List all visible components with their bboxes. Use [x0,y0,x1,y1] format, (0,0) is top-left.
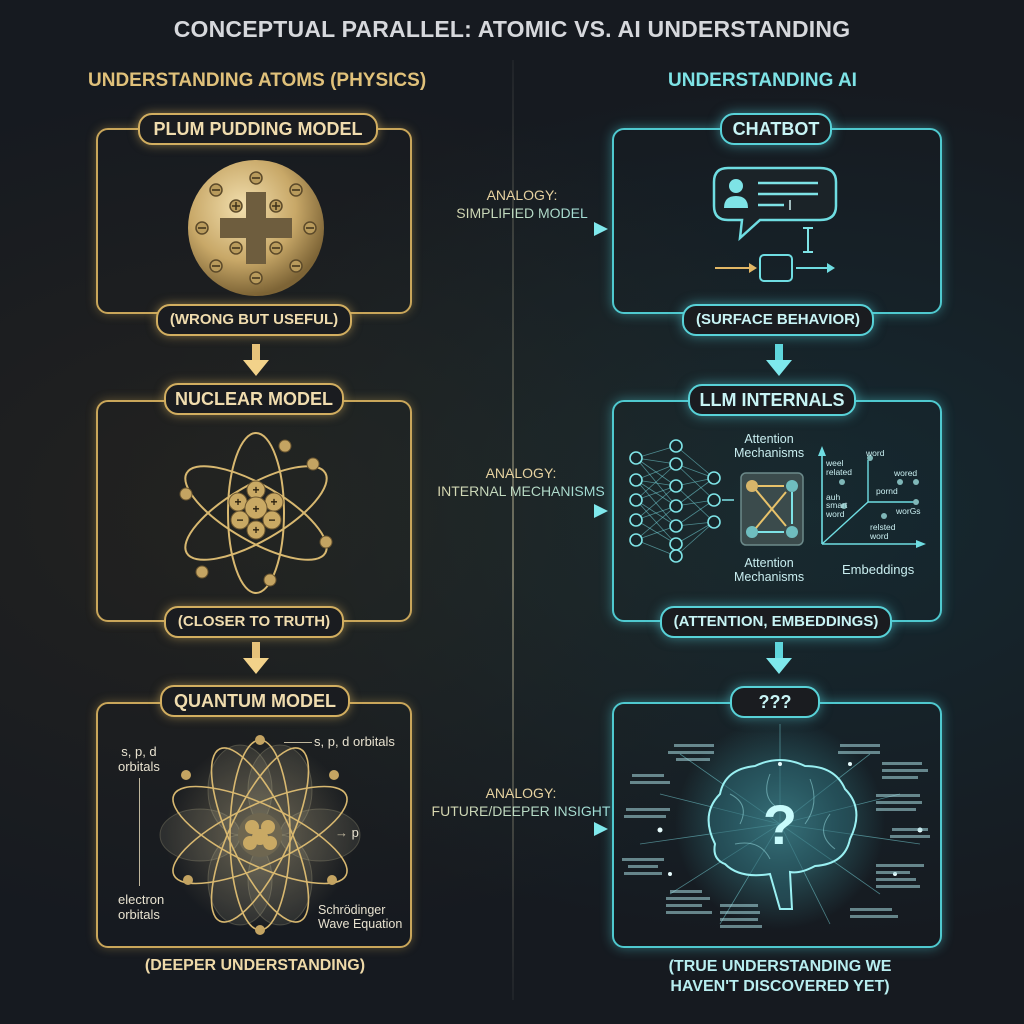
plum-pudding-atom-icon [188,160,324,296]
embedding-space-icon: word weel related wored pornd auh smart … [818,446,926,548]
chatbot-title: CHATBOT [720,113,832,145]
nuclear-model-title: NUCLEAR MODEL [164,383,344,415]
nuclear-model-caption: (CLOSER TO TRUTH) [164,606,344,638]
analogy-2-line1: ANALOGY: [485,465,557,481]
chatbot-caption: (SURFACE BEHAVIOR) [682,304,874,336]
p-orbital-label: → p [335,825,359,840]
svg-text:−: − [268,513,275,527]
orbital-range-line [139,778,140,886]
quantum-atom-icon [159,735,361,935]
caption-line2: HAVEN'T DISCOVERED YET) [670,978,890,995]
left-column-heading: UNDERSTANDING ATOMS (PHYSICS) [88,70,427,91]
schrodinger-line1: Schrödinger [318,903,386,917]
attn-top-line1: Attention [744,432,794,446]
spd-pointer-line [284,742,312,743]
glowing-brain-question-icon: ? [622,719,930,929]
nuclear-atom-icon: ++++−−+ [179,432,333,594]
electron-label-line1: electron [118,892,165,907]
svg-text:−: − [236,513,243,527]
analogy-dotted-arrow-3 [415,822,608,836]
svg-text:related: related [826,467,852,477]
electron-label-line2: orbitals [118,907,160,922]
svg-text:word: word [869,531,889,541]
attn-bot-line1: Attention [744,556,794,570]
quantum-model-title: QUANTUM MODEL [160,685,350,717]
spd-label-line1: s, p, d [121,744,157,759]
analogy-dotted-arrow-1 [415,222,608,236]
analogy-dotted-arrow-2 [415,504,608,518]
p-label-text: p [351,825,359,840]
plum-pudding-caption: (WRONG BUT USEFUL) [156,304,352,336]
io-flow-icon [715,254,835,282]
down-arrow-icon [243,344,269,376]
center-divider [512,60,514,1000]
analogy-3-line2: FUTURE/DEEPER INSIGHT [396,802,646,820]
svg-text:weel: weel [825,458,844,468]
svg-text:+: + [270,495,277,509]
attn-top-line2: Mechanisms [734,446,805,460]
svg-text:pornd: pornd [876,486,898,496]
right-column-heading: UNDERSTANDING AI [668,70,857,91]
svg-text:+: + [252,483,259,497]
chat-bubble-icon [712,166,838,253]
schrodinger-line2: Wave Equation [318,917,403,931]
spd-orbitals-label-right: s, p, d orbitals [314,734,395,749]
svg-text:word: word [865,448,885,458]
caption-line1: (TRUE UNDERSTANDING WE [668,958,892,975]
svg-text:worGs: worGs [895,506,921,516]
unknown-title: ??? [730,686,820,718]
analogy-1-line1: ANALOGY: [486,187,558,203]
svg-text:+: + [234,495,241,509]
down-arrow-icon [243,642,269,674]
analogy-1-line2: SIMPLIFIED MODEL [412,204,632,222]
attn-bot-line2: Mechanisms [734,570,805,584]
analogy-label-1: ANALOGY:SIMPLIFIED MODEL [412,186,632,222]
analogy-label-2: ANALOGY:INTERNAL MECHANISMS [396,464,646,500]
svg-text:smart: smart [826,500,848,510]
svg-text:relsted: relsted [870,522,896,532]
svg-text:+: + [252,502,259,516]
embeddings-label: Embeddings [842,562,915,577]
page-title: CONCEPTUAL PARALLEL: ATOMIC VS. AI UNDER… [173,16,851,42]
llm-internals-caption: (ATTENTION, EMBEDDINGS) [660,606,892,638]
quantum-model-caption: (DEEPER UNDERSTANDING) [144,957,366,974]
down-arrow-icon [766,344,792,376]
llm-internals-title: LLM INTERNALS [688,384,856,416]
unknown-caption: (TRUE UNDERSTANDING WE HAVEN'T DISCOVERED… [640,957,920,997]
arrow-glyph: → [335,825,352,840]
svg-text:+: + [252,523,259,537]
plum-pudding-title: PLUM PUDDING MODEL [138,113,378,145]
neural-network-icon [629,439,734,563]
down-arrow-icon [766,642,792,674]
analogy-label-3: ANALOGY:FUTURE/DEEPER INSIGHT [396,784,646,820]
svg-text:auh: auh [826,492,840,502]
spd-label-line2: orbitals [118,759,160,774]
svg-text:wored: wored [893,468,917,478]
analogy-2-line2: INTERNAL MECHANISMS [396,482,646,500]
svg-text:word: word [825,509,845,519]
svg-text:?: ? [763,793,797,856]
attention-mechanism-icon [740,472,804,546]
analogy-3-line1: ANALOGY: [485,785,557,801]
